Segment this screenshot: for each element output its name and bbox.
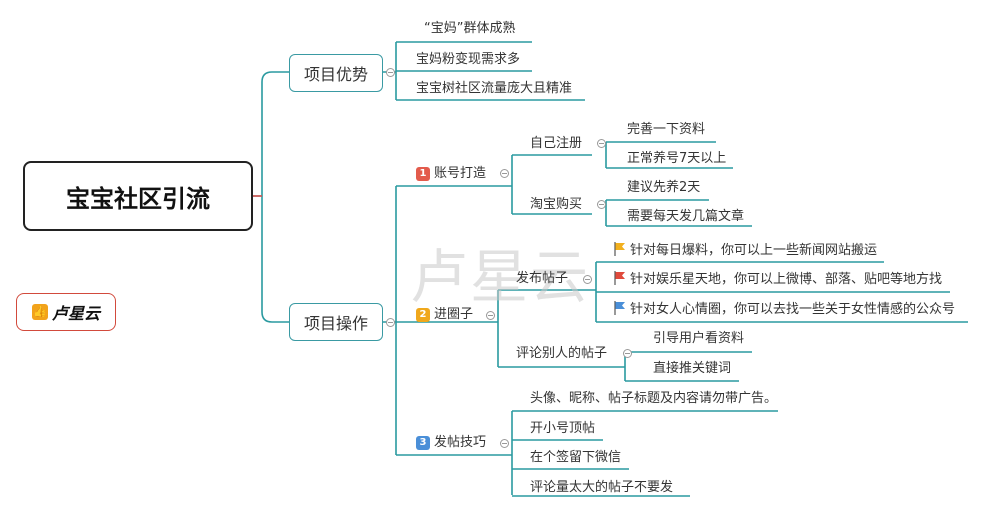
priority-2-badge: 2 <box>416 308 430 322</box>
posts-item-label: 针对女人心情圈，你可以去找一些关于女性情感的公众号 <box>630 302 956 317</box>
collapse-toggle-account[interactable] <box>500 169 509 178</box>
advantage-item[interactable]: “宝妈”群体成熟 <box>424 21 516 36</box>
collapse-toggle-tips[interactable] <box>500 439 509 448</box>
topic-tips-label: 发帖技巧 <box>434 435 487 450</box>
posts-item[interactable]: 针对每日爆料，你可以上一些新闻网站搬运 <box>614 242 877 259</box>
topic-account[interactable]: 1 账号打造 <box>416 166 486 182</box>
tips-item[interactable]: 在个签留下微信 <box>530 450 622 465</box>
posts-item[interactable]: 针对娱乐星天地，你可以上微博、部落、贴吧等地方找 <box>614 271 942 288</box>
collapse-toggle-register[interactable] <box>597 139 606 148</box>
taobao-item[interactable]: 建议先养2天 <box>627 180 701 195</box>
root-topic[interactable]: 宝宝社区引流 <box>23 161 253 231</box>
topic-circle[interactable]: 2 进圈子 <box>416 307 473 323</box>
topic-comments[interactable]: 评论别人的帖子 <box>516 346 608 361</box>
collapse-toggle-comments[interactable] <box>623 349 632 358</box>
topic-register[interactable]: 自己注册 <box>530 136 583 151</box>
register-item[interactable]: 完善一下资料 <box>627 122 706 137</box>
posts-item[interactable]: 针对女人心情圈，你可以去找一些关于女性情感的公众号 <box>614 301 955 318</box>
tips-item[interactable]: 开小号顶帖 <box>530 421 596 436</box>
priority-3-badge: 3 <box>416 436 430 450</box>
yellow-flag-icon <box>614 242 625 256</box>
posts-item-label: 针对每日爆料，你可以上一些新闻网站搬运 <box>630 243 878 258</box>
blue-flag-icon <box>614 301 625 315</box>
comments-item[interactable]: 引导用户看资料 <box>653 331 745 346</box>
advantage-item[interactable]: 宝宝树社区流量庞大且精准 <box>416 81 573 96</box>
topic-advantages[interactable]: 项目优势 <box>289 54 383 92</box>
register-item[interactable]: 正常养号7天以上 <box>627 151 727 166</box>
comments-item[interactable]: 直接推关键词 <box>653 361 732 376</box>
collapse-toggle-operations[interactable] <box>386 318 395 327</box>
topic-tips[interactable]: 3 发帖技巧 <box>416 435 486 451</box>
collapse-toggle-taobao[interactable] <box>597 200 606 209</box>
collapse-toggle-advantages[interactable] <box>386 68 395 77</box>
topic-circle-label: 进圈子 <box>434 307 474 322</box>
topic-posts[interactable]: 发布帖子 <box>516 271 569 286</box>
topic-taobao[interactable]: 淘宝购买 <box>530 197 583 212</box>
logo-text: 卢星云 <box>51 304 100 323</box>
thumbs-up-icon: 👍 <box>31 304 48 320</box>
brand-logo: 👍 卢星云 <box>16 293 116 331</box>
priority-1-badge: 1 <box>416 167 430 181</box>
collapse-toggle-posts[interactable] <box>583 275 592 284</box>
topic-account-label: 账号打造 <box>434 166 487 181</box>
tips-item[interactable]: 头像、昵称、帖子标题及内容请勿带广告。 <box>530 391 778 406</box>
posts-item-label: 针对娱乐星天地，你可以上微博、部落、贴吧等地方找 <box>630 272 943 287</box>
topic-operations[interactable]: 项目操作 <box>289 303 383 341</box>
taobao-item[interactable]: 需要每天发几篇文章 <box>627 209 745 224</box>
red-flag-icon <box>614 271 625 285</box>
tips-item[interactable]: 评论量太大的帖子不要发 <box>530 480 674 495</box>
advantage-item[interactable]: 宝妈粉变现需求多 <box>416 52 521 67</box>
watermark-text: 卢星云 <box>410 243 591 311</box>
collapse-toggle-circle[interactable] <box>486 311 495 320</box>
